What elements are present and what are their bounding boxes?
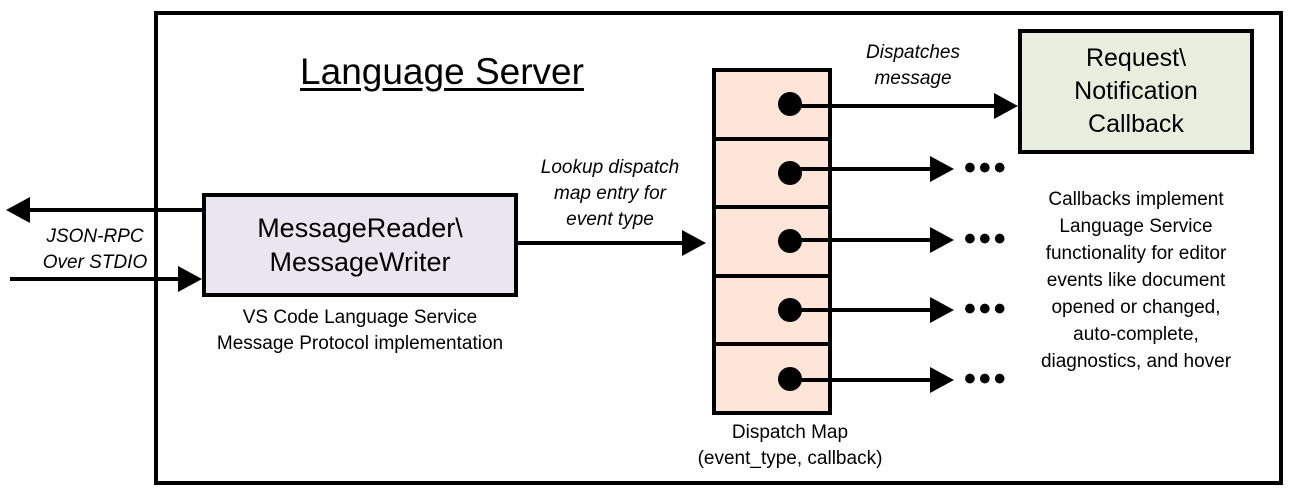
language-server-frame	[154, 11, 1283, 485]
arrow-right-icon	[930, 156, 954, 182]
dispatch-edge-line-2	[786, 167, 934, 171]
arrow-left-icon	[6, 197, 30, 223]
lookup-edge-label: Lookup dispatch map entry for event type	[516, 155, 704, 233]
callback-node-line1: Request\	[1085, 44, 1187, 72]
lookup-label-line2: map entry for	[554, 183, 666, 204]
message-reader-writer-node[interactable]: MessageReader\ MessageWriter	[202, 193, 518, 297]
ellipsis-3: •••	[964, 220, 1009, 258]
dispatch-entry-dot	[778, 160, 802, 185]
callback-desc-line-6: diagnostics, and hover	[1040, 351, 1232, 372]
outgoing-rpc-line	[30, 208, 204, 212]
callback-node-line3: Callback	[1088, 110, 1184, 138]
arrow-right-icon	[994, 93, 1018, 119]
arrow-right-icon	[930, 297, 954, 323]
jsonrpc-label-line2: Over STDIO	[42, 252, 148, 273]
ellipsis-5: •••	[964, 360, 1009, 398]
message-node-line2: MessageWriter	[269, 247, 451, 277]
dispatch-map-caption: Dispatch Map (event_type, callback)	[640, 420, 940, 472]
dispatch-edge-line-4	[786, 308, 934, 312]
request-notification-callback-node[interactable]: Request\ Notification Callback	[1018, 29, 1254, 154]
callback-desc-line-1: Language Service	[1059, 216, 1213, 237]
callback-desc-line-5: auto-complete,	[1073, 324, 1199, 345]
arrow-right-icon	[930, 367, 954, 393]
arrow-right-icon	[178, 266, 202, 292]
incoming-rpc-line	[10, 277, 180, 281]
dispatch-caption-line1: Dispatch Map	[731, 422, 849, 443]
arrow-right-icon	[682, 230, 706, 256]
dispatch-caption-line2: (event_type, callback)	[697, 448, 883, 469]
ellipsis-2: •••	[964, 149, 1009, 187]
message-caption-line1: VS Code Language Service	[242, 307, 478, 328]
message-node-caption: VS Code Language Service Message Protoco…	[195, 305, 525, 357]
message-caption-line2: Message Protocol implementation	[216, 333, 504, 354]
page-title: Language Server	[300, 51, 584, 92]
callback-desc-line-0: Callbacks implement	[1048, 189, 1224, 210]
callback-desc-line-3: events like document	[1046, 270, 1226, 291]
callback-description: Callbacks implement Language Service fun…	[1008, 186, 1264, 375]
dispatch-edge-line-3	[786, 238, 934, 242]
message-node-line1: MessageReader\	[257, 213, 463, 243]
dispatch-label-line2: message	[874, 68, 952, 89]
table-row[interactable]	[716, 141, 828, 210]
table-row[interactable]	[716, 209, 828, 278]
dispatch-edge-label: Dispatches message	[833, 40, 993, 92]
jsonrpc-edge-label: JSON-RPC Over STDIO	[20, 224, 170, 276]
callback-desc-line-4: opened or changed,	[1051, 297, 1221, 318]
lookup-label-line1: Lookup dispatch	[540, 157, 680, 178]
arrow-right-icon	[930, 227, 954, 253]
dispatch-edge-line-1	[786, 104, 998, 108]
callback-desc-line-2: functionality for editor	[1045, 243, 1227, 264]
dispatch-edge-line-5	[786, 378, 934, 382]
callback-node-line2: Notification	[1074, 77, 1198, 105]
dispatch-label-line1: Dispatches	[866, 42, 960, 63]
ellipsis-4: •••	[964, 290, 1009, 328]
lookup-label-line3: event type	[566, 209, 654, 230]
jsonrpc-label-line1: JSON-RPC	[46, 226, 144, 247]
lookup-edge-line	[516, 241, 684, 245]
table-row[interactable]	[716, 278, 828, 347]
